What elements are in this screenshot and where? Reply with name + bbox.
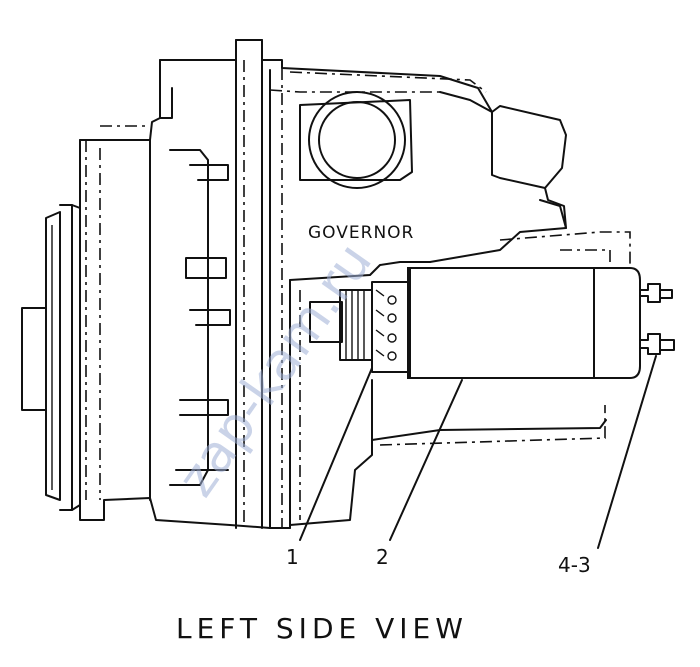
view-caption: LEFT SIDE VIEW [176, 612, 468, 645]
leader-lines [299, 355, 657, 549]
engine-housing [79, 39, 631, 529]
callout-1: 1 [286, 545, 299, 569]
callout-2: 2 [376, 545, 389, 569]
governor-cap [299, 91, 413, 189]
governor-label: GOVERNOR [308, 223, 414, 243]
solenoid-terminals [639, 283, 675, 355]
front-pulley [21, 204, 81, 511]
callout-4-3: 4-3 [558, 553, 591, 577]
solenoid-body [407, 267, 641, 379]
watermark: zap-kam.ru [166, 233, 384, 508]
